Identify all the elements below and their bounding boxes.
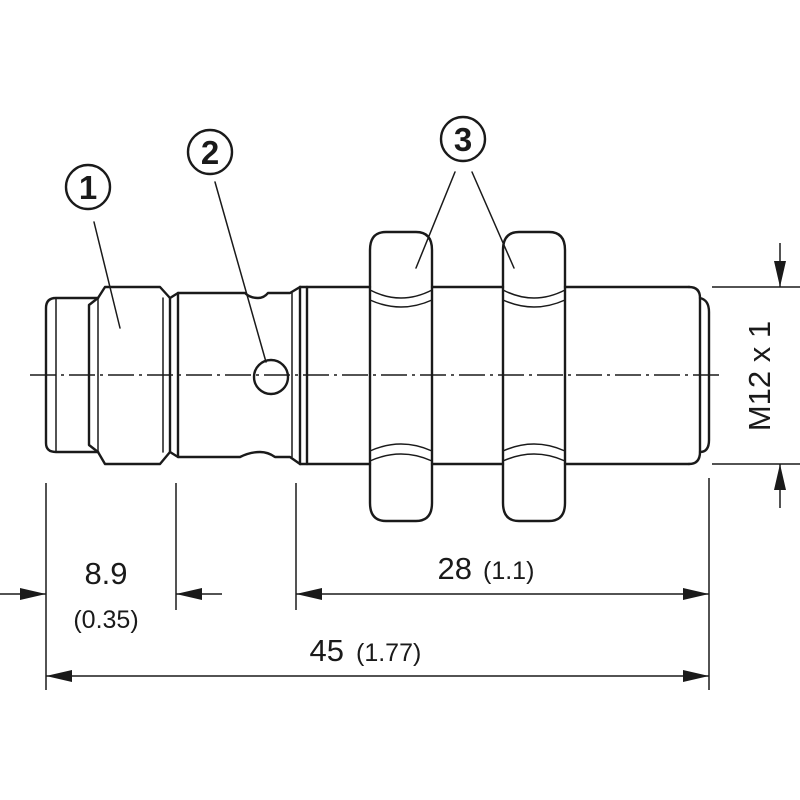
dimension-connector-inch: (0.35) xyxy=(73,606,138,634)
svg-text:2: 2 xyxy=(201,134,219,171)
callout-3: 3 xyxy=(439,115,487,163)
dimension-thread-length: 28 (1.1) xyxy=(296,551,709,600)
callout-2: 2 xyxy=(186,128,234,176)
mounting-nut-right xyxy=(501,230,567,523)
callout-2-leader xyxy=(214,181,267,363)
dimension-connector-length: 8.9 (0.35) xyxy=(0,556,222,634)
dimension-thread-value: 28 xyxy=(438,551,472,586)
callout-3-leader-a xyxy=(415,171,456,269)
callout-1-leader xyxy=(93,221,121,329)
callout-3-leader-b xyxy=(471,171,515,269)
led-indicator-hole xyxy=(252,358,290,396)
dimension-overall-inch: (1.77) xyxy=(356,639,421,667)
dimension-thread-inch: (1.1) xyxy=(483,557,534,585)
dimension-overall-length: 45 (1.77) xyxy=(46,633,709,682)
connector-end xyxy=(44,285,172,466)
threaded-housing xyxy=(298,285,711,466)
callout-1: 1 xyxy=(64,163,112,211)
dimension-thread-size: M12 x 1 xyxy=(742,243,786,508)
dimension-overall-value: 45 xyxy=(310,633,344,668)
mounting-nut-left xyxy=(368,230,434,523)
svg-text:1: 1 xyxy=(79,169,97,206)
thread-size-label: M12 x 1 xyxy=(742,321,777,431)
svg-text:3: 3 xyxy=(454,121,472,158)
dimension-connector-value: 8.9 xyxy=(84,556,127,591)
